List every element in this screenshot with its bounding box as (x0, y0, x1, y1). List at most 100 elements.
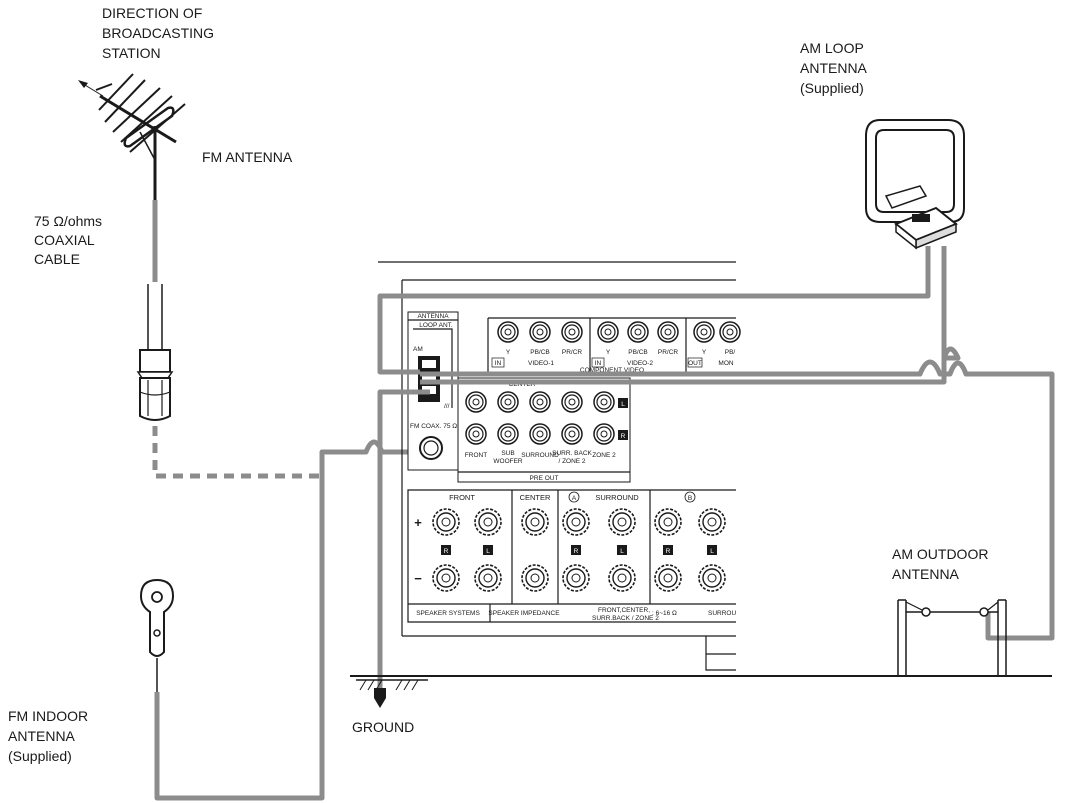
pre-out-jack-l[interactable] (561, 391, 583, 413)
speaker-terminal-plus[interactable] (608, 508, 636, 536)
antenna-block-title: ANTENNA (417, 313, 449, 320)
speaker-terminal-plus[interactable] (698, 508, 726, 536)
surround-cut-label: SURROU (708, 610, 736, 617)
loop-ant-label: LOOP ANT. (419, 322, 453, 329)
pre-out-l-badge: L (621, 401, 625, 408)
component-video-jack-label: Y (702, 349, 707, 356)
speaker-terminal-plus[interactable] (562, 508, 590, 536)
speaker-terminal-minus[interactable] (562, 564, 590, 592)
component-video-jack[interactable] (497, 321, 519, 343)
am-outdoor-label-line1: AM OUTDOOR (892, 546, 988, 562)
coax-label-line3: CABLE (34, 251, 80, 267)
pre-out-jack-l[interactable] (529, 391, 551, 413)
speaker-center-header: CENTER (520, 493, 551, 502)
speaker-channel-badge: R (574, 548, 579, 555)
component-video-jack-label: PR/CR (562, 349, 583, 356)
speaker-terminal-block: FRONT CENTER SURROUND A B + − R L R L R L SPE… (407, 489, 736, 623)
impedance-note-line1: FRONT,CENTER, (598, 607, 650, 614)
speaker-terminal-plus[interactable] (474, 508, 502, 536)
pre-out-woofer-label: WOOFER (493, 458, 523, 465)
monitor-out-tag: OUT (688, 360, 702, 367)
am-loop-antenna-icon (865, 119, 965, 250)
fm-coax-plug-icon (136, 284, 174, 421)
receiver-rear-panel: ANTENNA LOOP ANT. AM /// FM COAX. 75 Ω Y… (378, 261, 741, 671)
pre-out-jack-r[interactable] (561, 423, 583, 445)
speaker-terminal-minus[interactable] (432, 564, 460, 592)
component-video-jack[interactable] (529, 321, 551, 343)
speaker-systems-label: SPEAKER SYSTEMS (416, 610, 480, 617)
ground-symbol: /// (444, 403, 450, 410)
component-video-jack-label: PB/CB (530, 349, 550, 356)
video-1-in-tag: IN (495, 360, 502, 367)
ground-icon (356, 679, 428, 708)
pre-out-jack-r[interactable] (529, 423, 551, 445)
video-2-in-tag: IN (595, 360, 602, 367)
ground-label: GROUND (352, 719, 414, 735)
am-label: AM (413, 346, 423, 353)
fm-indoor-label-line1: FM INDOOR (8, 708, 88, 724)
pre-out-label: PRE OUT (530, 475, 559, 482)
ground-wire (377, 389, 430, 690)
speaker-channel-badge: L (486, 548, 490, 555)
am-loop-label-line3: (Supplied) (800, 80, 864, 96)
speaker-terminal-minus[interactable] (698, 564, 726, 592)
am-outdoor-label-line2: ANTENNA (892, 566, 960, 582)
speaker-terminal-minus[interactable] (474, 564, 502, 592)
component-video-jack-label: PB/CB (628, 349, 648, 356)
pre-out-r-badge: R (621, 433, 626, 440)
direction-label-line1: DIRECTION OF (102, 5, 202, 21)
component-video-jack[interactable] (719, 321, 741, 343)
am-loop-cable-2 (420, 246, 961, 385)
fm-antenna-icon (78, 73, 186, 200)
fm-indoor-antenna-icon (139, 578, 175, 692)
pre-out-block: CENTER FRONT SUB WOOFER SURROUND SURR. B… (457, 377, 631, 483)
fm-indoor-cable (154, 439, 432, 801)
pre-out-jack-r[interactable] (497, 423, 519, 445)
component-video-jack[interactable] (657, 321, 679, 343)
speaker-terminal-minus[interactable] (654, 564, 682, 592)
speaker-terminal-plus[interactable] (521, 508, 549, 536)
component-video-jack-label: PR/CR (658, 349, 679, 356)
speaker-channel-badge: L (710, 548, 714, 555)
surround-b-badge: B (688, 495, 692, 502)
component-video-jack[interactable] (597, 321, 619, 343)
speaker-front-header: FRONT (449, 493, 475, 502)
speaker-terminal-minus[interactable] (608, 564, 636, 592)
surround-a-badge: A (572, 495, 577, 502)
am-loop-cable-1 (377, 246, 931, 375)
pre-out-jack-l[interactable] (497, 391, 519, 413)
component-video-jack-label: Y (606, 349, 611, 356)
speaker-terminal-plus[interactable] (654, 508, 682, 536)
fm-antenna-label: FM ANTENNA (202, 149, 293, 165)
pre-out-surr-back-label: SURR. BACK (552, 450, 592, 457)
fm-indoor-label-line3: (Supplied) (8, 748, 72, 764)
speaker-channel-badge: L (620, 548, 624, 555)
speaker-channel-badge: R (666, 548, 671, 555)
speaker-terminal-minus[interactable] (521, 564, 549, 592)
speaker-terminal-plus[interactable] (432, 508, 460, 536)
pre-out-sub-label: SUB (501, 450, 514, 457)
component-video-jack[interactable] (693, 321, 715, 343)
component-video-jack[interactable] (561, 321, 583, 343)
speaker-channel-badge: R (444, 548, 449, 555)
pre-out-front-label: FRONT (465, 452, 487, 459)
fm-antenna-dashed-cable (152, 426, 322, 479)
pre-out-jack-r[interactable] (465, 423, 487, 445)
plus-sign: + (414, 515, 422, 530)
video-1-label: VIDEO-1 (528, 360, 554, 367)
speaker-surround-header: SURROUND (595, 493, 639, 502)
monitor-label: MON (718, 360, 733, 367)
component-video-jack[interactable] (627, 321, 649, 343)
am-outdoor-cable (420, 359, 1055, 641)
minus-sign: − (414, 571, 422, 586)
direction-label-line3: STATION (102, 45, 161, 61)
pre-out-jack-l[interactable] (465, 391, 487, 413)
am-outdoor-antenna-icon (897, 599, 1007, 676)
pre-out-jack-l[interactable] (593, 391, 615, 413)
component-video-jack-label: Y (506, 349, 511, 356)
pre-out-jack-r[interactable] (593, 423, 615, 445)
impedance-value: : 6~16 Ω (652, 610, 677, 617)
direction-label-line2: BROADCASTING (102, 25, 214, 41)
